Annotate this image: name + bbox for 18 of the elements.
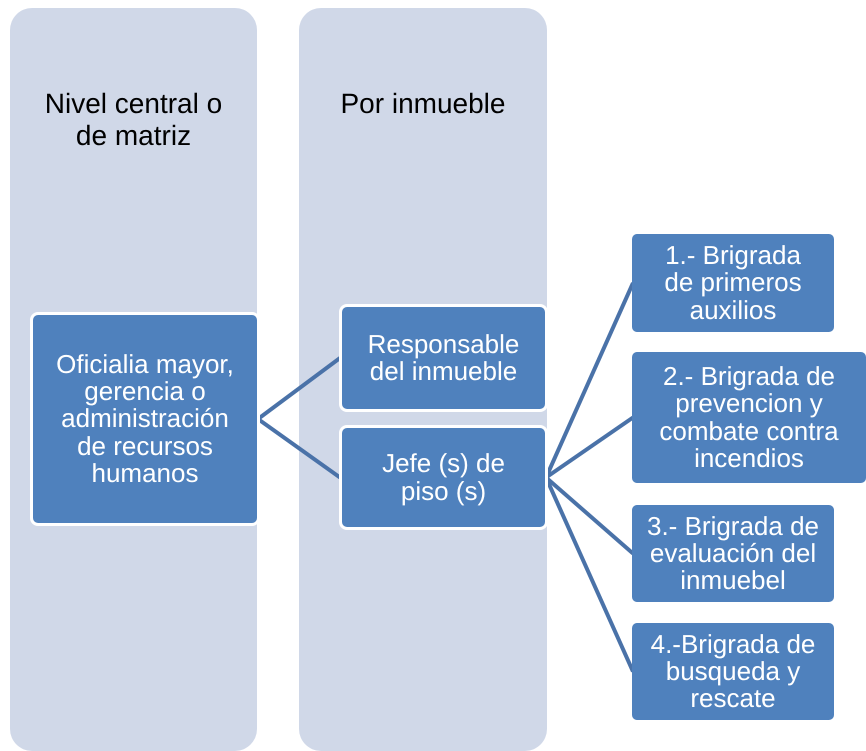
column-heading: Por inmueble [340, 88, 506, 120]
box-text: 4.-Brigrada de busqueda y rescate [650, 630, 816, 712]
box-text: Oficialia mayor, gerencia o administración de recursos humanos [55, 350, 235, 488]
org-box [30, 312, 260, 526]
org-box [339, 304, 548, 412]
column-heading: Nivel central o de matriz [44, 88, 224, 152]
column-band [10, 8, 257, 751]
org-box [632, 505, 834, 602]
box-text: 3.- Brigrada de evaluación del inmuebel [646, 512, 820, 594]
box-text: 1.- Brigrada de primeros auxilios [663, 242, 803, 324]
box-text: Responsable del inmueble [366, 330, 520, 386]
box-text: Jefe (s) de piso (s) [381, 450, 506, 505]
org-box [339, 425, 548, 530]
org-box [632, 352, 866, 483]
org-box [632, 234, 834, 332]
column-band [299, 8, 547, 751]
box-text: 2.- Brigrada de prevencion y combate contra incendios [658, 362, 840, 472]
org-box [632, 623, 834, 720]
